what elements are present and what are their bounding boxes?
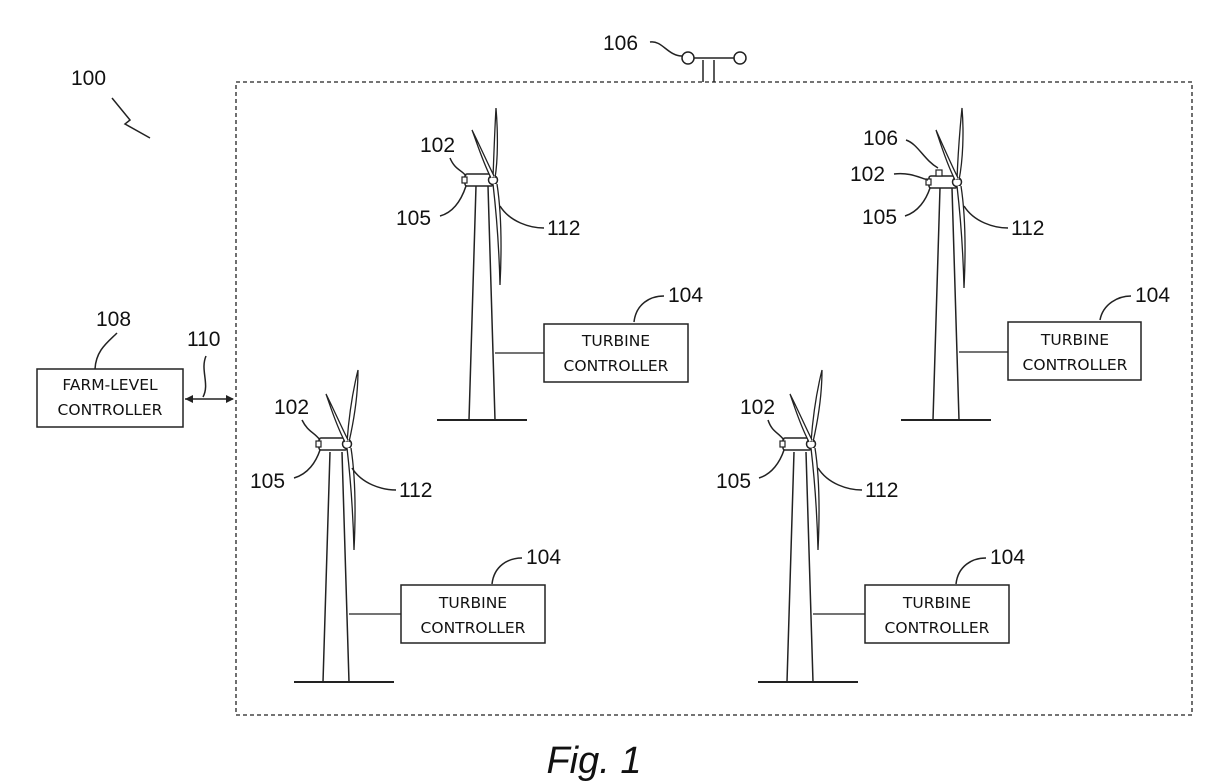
anemometer-ref-leader	[650, 42, 682, 56]
nacelle-ref-label: 102	[420, 134, 455, 157]
figure-caption: Fig. 1	[546, 740, 641, 782]
turbine-controller-line2: CONTROLLER	[1023, 356, 1128, 374]
turbine-controller-line1: TURBINE	[438, 594, 507, 612]
blade-ref-label: 112	[399, 479, 432, 502]
hub-ref-label: 105	[862, 206, 897, 229]
turbine-controller-line2: CONTROLLER	[421, 619, 526, 637]
anemometer-ref-label: 106	[603, 32, 638, 55]
blade-ref-leader	[352, 468, 396, 490]
farm-controller-ref-leader	[95, 333, 117, 369]
wind-farm-boundary	[236, 82, 1192, 715]
hub-ref-label: 105	[396, 207, 431, 230]
wind-turbine	[901, 108, 991, 420]
controller-ref-label: 104	[668, 284, 703, 307]
anemometer	[682, 52, 746, 82]
system-ref-arrow	[112, 98, 150, 138]
controller-ref-leader	[1100, 296, 1131, 320]
turbine-controller-line1: TURBINE	[581, 332, 650, 350]
blade-ref-leader	[500, 206, 544, 228]
nacelle-ref-leader	[768, 420, 784, 440]
link-arrowhead-left	[185, 395, 193, 403]
link-ref-label: 110	[187, 328, 220, 351]
turbine-controller-line2: CONTROLLER	[564, 357, 669, 375]
hub-ref-label: 105	[716, 470, 751, 493]
controller-ref-leader	[634, 296, 664, 322]
hub-ref-leader	[294, 450, 320, 478]
sensor-ref-leader	[906, 140, 938, 168]
controller-ref-leader	[956, 558, 986, 584]
nacelle-ref-leader	[894, 174, 928, 180]
nacelle-ref-label: 102	[850, 163, 885, 186]
farm-controller-line2: CONTROLLER	[58, 401, 163, 419]
controller-ref-label: 104	[526, 546, 561, 569]
system-ref-label: 100	[71, 67, 106, 90]
controller-ref-label: 104	[990, 546, 1025, 569]
nacelle-ref-label: 102	[740, 396, 775, 419]
hub-ref-leader	[440, 186, 466, 216]
blade-ref-leader	[964, 206, 1008, 228]
nacelle-ref-leader	[450, 158, 466, 176]
hub-ref-label: 105	[250, 470, 285, 493]
sensor-ref-label: 106	[863, 127, 898, 150]
blade-ref-label: 112	[1011, 217, 1044, 240]
controller-ref-leader	[492, 558, 522, 584]
turbine-controller-line1: TURBINE	[1040, 331, 1109, 349]
link-arrowhead-right	[226, 395, 234, 403]
turbine-controller-line1: TURBINE	[902, 594, 971, 612]
blade-ref-leader	[818, 468, 862, 490]
hub-ref-leader	[759, 450, 784, 478]
turbine-controller-line2: CONTROLLER	[885, 619, 990, 637]
controller-ref-label: 104	[1135, 284, 1170, 307]
nacelle-ref-label: 102	[274, 396, 309, 419]
blade-ref-label: 112	[547, 217, 580, 240]
hub-ref-leader	[905, 188, 930, 216]
farm-controller-line1: FARM-LEVEL	[62, 376, 158, 394]
nacelle-ref-leader	[302, 420, 320, 440]
link-ref-leader	[203, 356, 206, 397]
farm-controller-ref-label: 108	[96, 308, 131, 331]
blade-ref-label: 112	[865, 479, 898, 502]
